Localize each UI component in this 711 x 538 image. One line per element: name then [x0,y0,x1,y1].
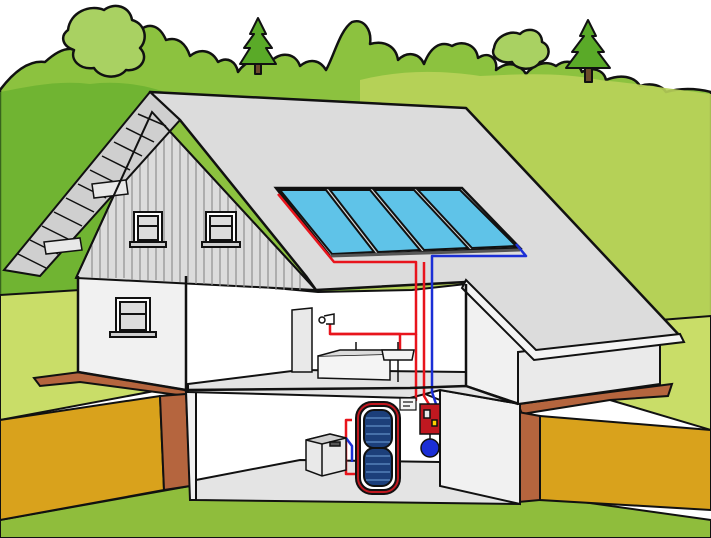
basement-side-wall [440,390,520,504]
purlin-end [92,180,128,198]
storage-tank-icon [356,402,400,494]
soil-right [540,416,711,510]
soil-right-edge [518,412,540,502]
window-ground-floor [110,298,156,337]
window-attic-left [130,212,166,247]
window-attic-right [202,212,240,247]
soil-left-edge [160,394,190,490]
boiler-icon [306,434,346,476]
controller-icon [400,398,416,410]
pump-station-icon [420,404,440,434]
